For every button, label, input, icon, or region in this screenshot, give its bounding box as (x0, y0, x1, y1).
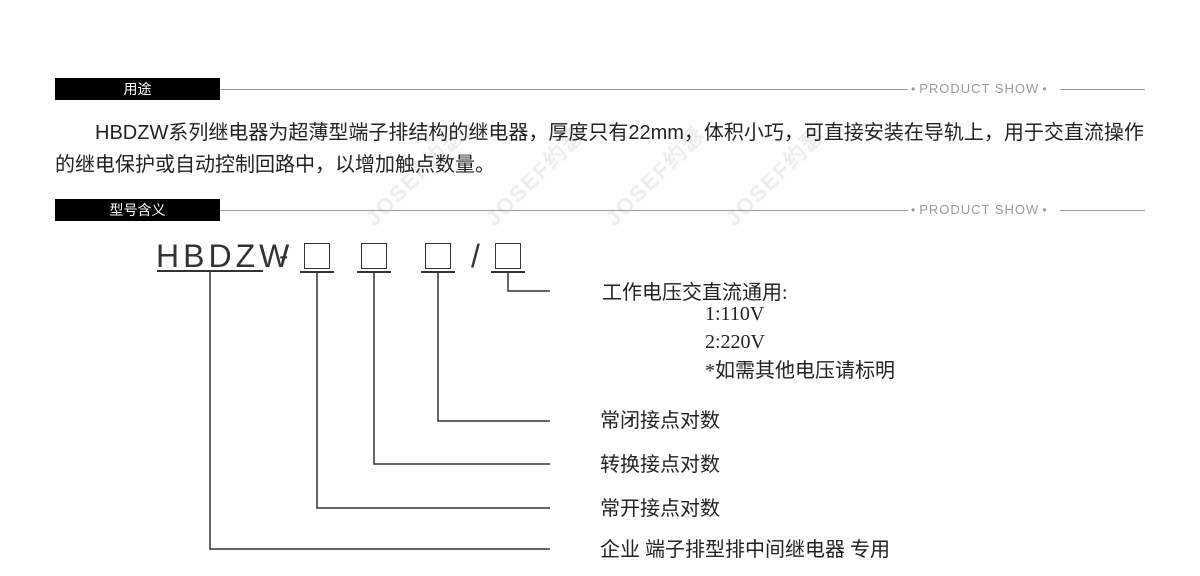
leader-changeover-contacts (373, 272, 550, 465)
product-show-text: PRODUCT SHOW (919, 81, 1040, 96)
voltage-title: 工作电压交直流通用: (602, 282, 788, 304)
dot-icon: • (1042, 82, 1048, 96)
dot-icon: • (911, 82, 917, 96)
leader-no-contacts (316, 272, 550, 509)
voltage-option-2: 2:220V (705, 331, 765, 353)
product-show-tag: •PRODUCT SHOW• (908, 81, 1051, 97)
box-underline (300, 271, 334, 273)
description-text: HBDZW系列继电器为超薄型端子排结构的继电器，厚度只有22mm，体积小巧，可直… (55, 122, 1144, 176)
leader-nc-contacts (437, 272, 550, 422)
dot-icon: • (911, 203, 917, 217)
box-underline (421, 271, 455, 273)
model-code-slash: / (471, 238, 480, 274)
leader-voltage (507, 272, 550, 292)
section-rule (220, 210, 908, 211)
section-label-usage: 用途 (55, 78, 220, 100)
changeover-contacts-label: 转换接点对数 (600, 454, 720, 476)
dot-icon: • (1042, 203, 1048, 217)
code-box-nc-contacts (425, 243, 451, 269)
code-box-changeover-contacts (361, 243, 387, 269)
section-rule (1060, 210, 1145, 211)
product-show-text: PRODUCT SHOW (919, 202, 1040, 217)
model-code-underline (157, 270, 263, 272)
section-rule (1060, 89, 1145, 90)
code-box-no-contacts (304, 243, 330, 269)
series-description-label: 企业 端子排型排中间继电器 专用 (600, 539, 890, 561)
voltage-option-1: 1:110V (705, 303, 765, 325)
box-underline (491, 271, 525, 273)
code-box-voltage (495, 243, 521, 269)
box-underline (357, 271, 391, 273)
model-code-prefix: HBDZW (156, 238, 294, 274)
leader-series (209, 272, 550, 550)
voltage-note: *如需其他电压请标明 (705, 360, 895, 382)
section-rule (220, 89, 908, 90)
nc-contacts-label: 常闭接点对数 (600, 410, 720, 432)
product-show-tag: •PRODUCT SHOW• (908, 202, 1051, 218)
section-label-model: 型号含义 (55, 199, 220, 221)
model-code-dash: - (279, 240, 289, 271)
no-contacts-label: 常开接点对数 (600, 498, 720, 520)
